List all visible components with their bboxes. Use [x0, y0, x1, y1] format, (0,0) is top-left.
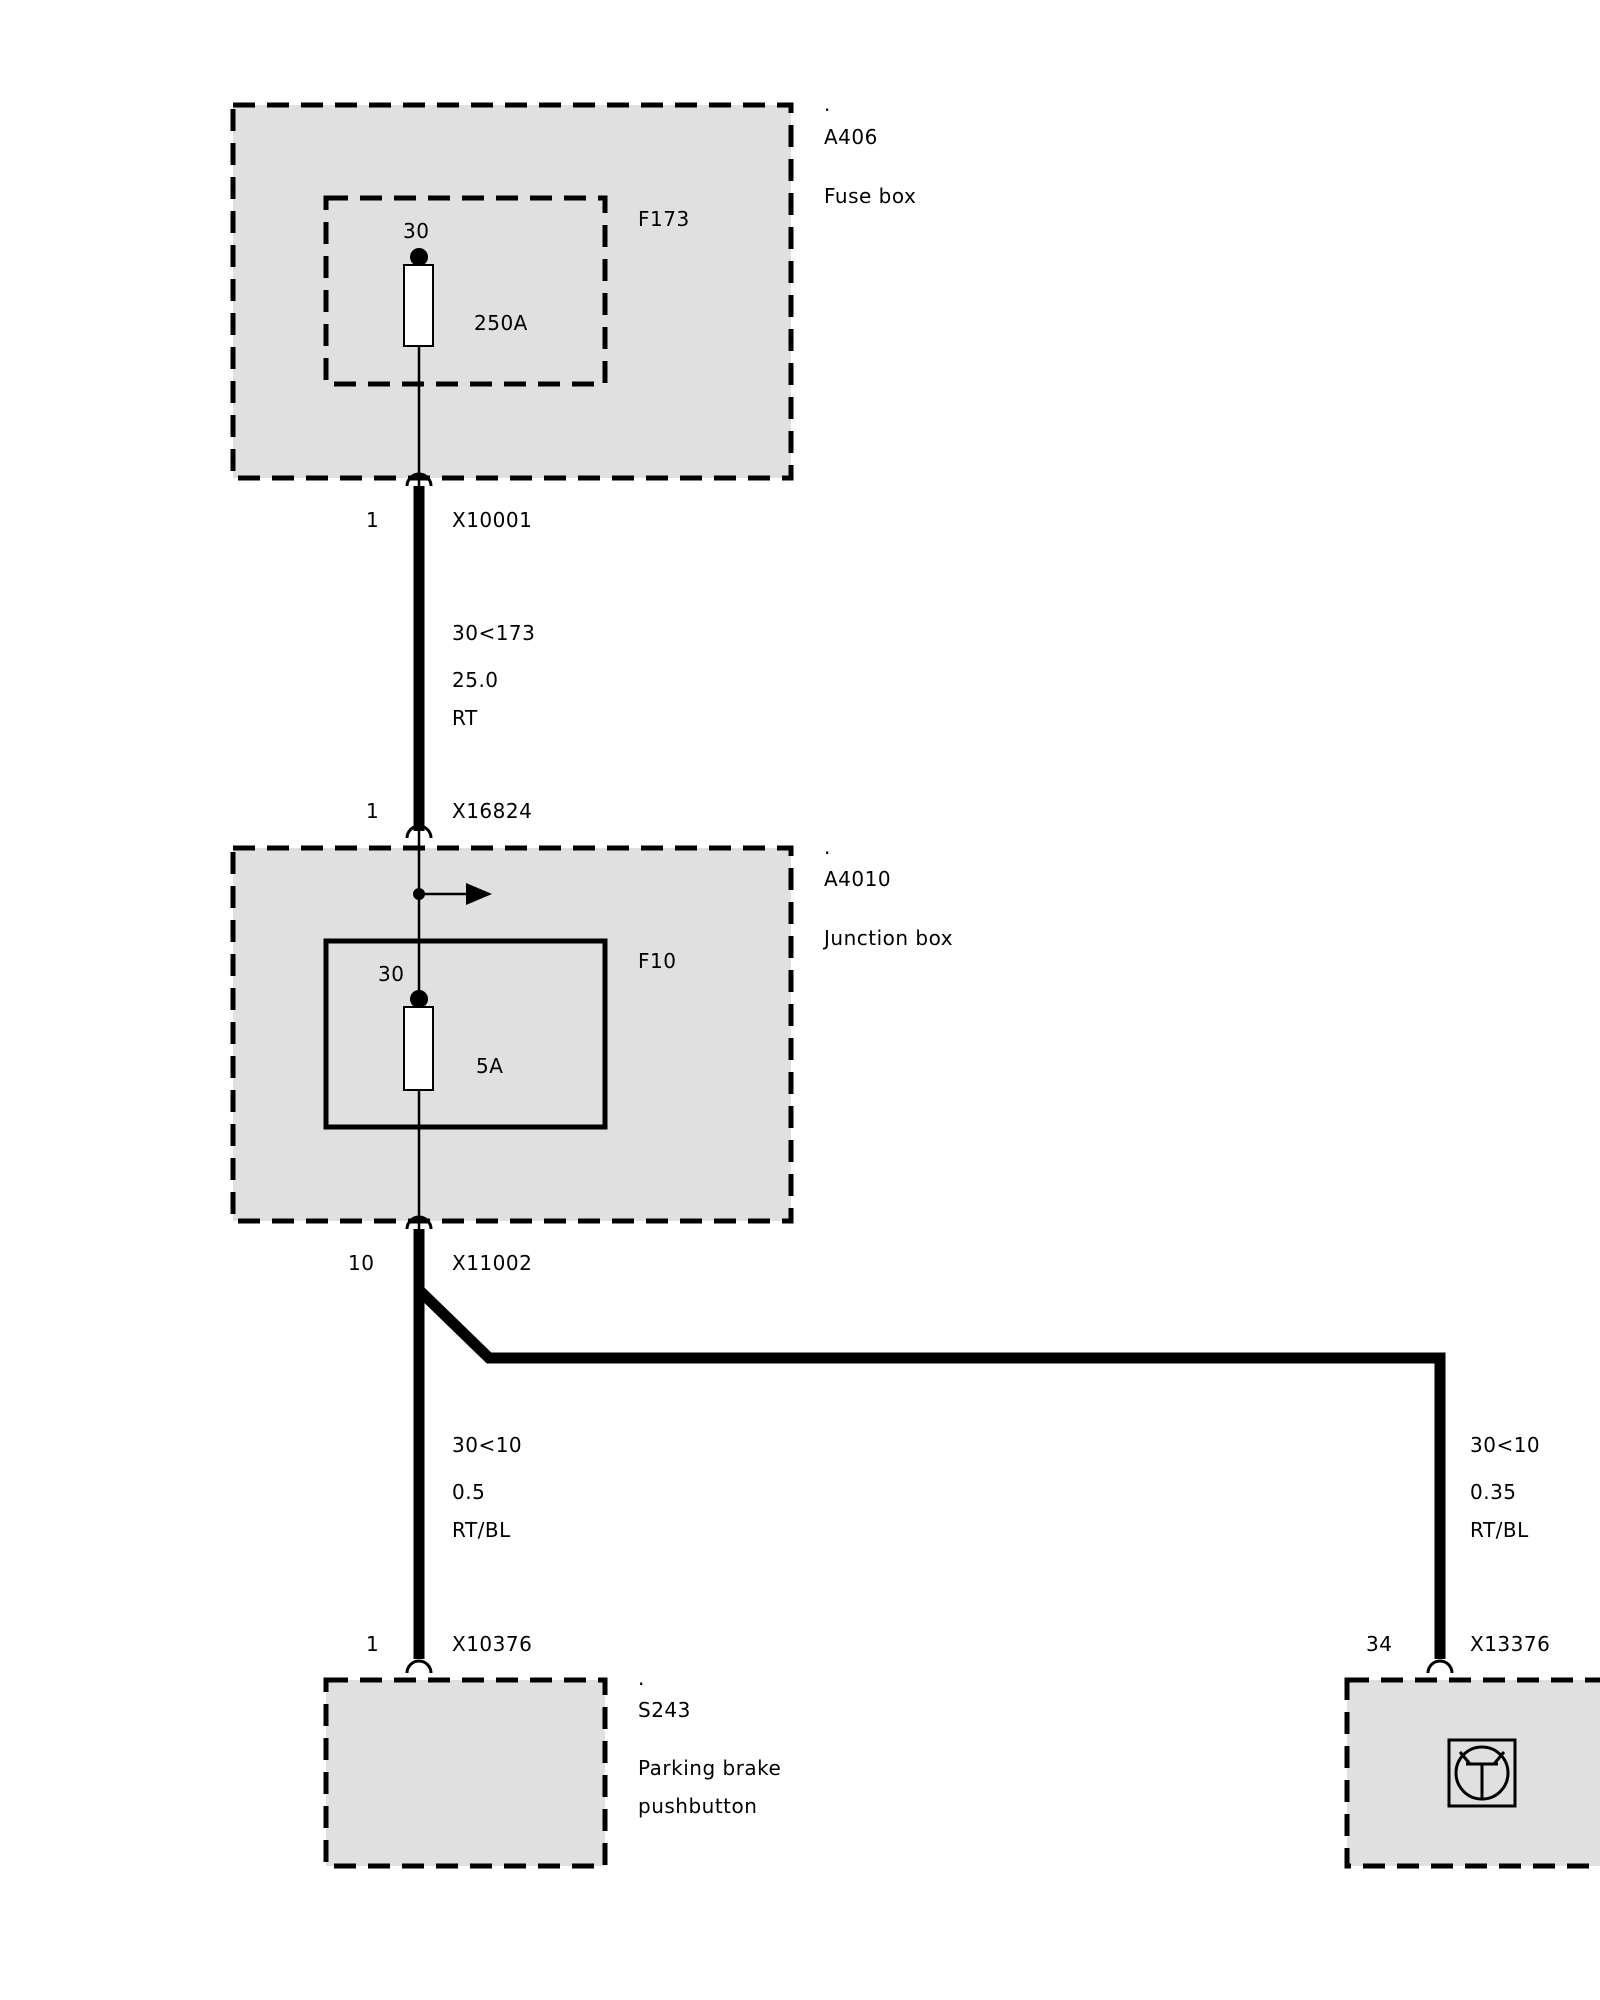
fuse-box-name: Fuse box — [824, 184, 916, 208]
connector-x10001-id: X10001 — [452, 508, 532, 532]
wire-1-size: 25.0 — [452, 668, 499, 692]
fuse-f10-terminal: 30 — [378, 962, 404, 986]
parking-brake-id: S243 — [638, 1698, 691, 1722]
connector-x10376-id: X10376 — [452, 1632, 532, 1656]
parking-brake-name-line2: pushbutton — [638, 1794, 757, 1818]
connector-x16824-pin: 1 — [366, 799, 379, 823]
junction-box-id: A4010 — [824, 867, 891, 891]
connector-x16824: 1 X16824 — [366, 799, 532, 823]
fuse-box-a406: . A406 Fuse box F173 30 250A — [230, 92, 916, 481]
continuation-arrow-icon — [413, 883, 492, 905]
fuse-f10-rating: 5A — [476, 1054, 503, 1078]
parking-brake-pushbutton-s243: . S243 Parking brake pushbutton — [323, 1666, 781, 1869]
wire-30-10-branch — [413, 1229, 1446, 1659]
connector-x13376: 34 X13376 — [1366, 1632, 1550, 1674]
connector-x13376-id: X13376 — [1470, 1632, 1550, 1656]
wire-2-circuit: 30<10 — [452, 1433, 522, 1457]
connector-x16824-socket — [405, 824, 433, 839]
connector-x10001: 1 X10001 — [366, 472, 532, 532]
connector-x16824-id: X16824 — [452, 799, 532, 823]
fuse-box-id: A406 — [824, 125, 878, 149]
wire-3-circuit: 30<10 — [1470, 1433, 1540, 1457]
connector-x11002-id: X11002 — [452, 1251, 532, 1275]
fuse-f173-terminal: 30 — [403, 219, 429, 243]
wire-30-173: 30<173 25.0 RT — [413, 486, 535, 831]
wire-2-labels: 30<10 0.5 RT/BL — [452, 1433, 522, 1542]
transistor-symbol-icon — [1447, 1738, 1517, 1808]
fuse-f10-housing — [323, 938, 608, 1130]
fuse-box-dot: . — [824, 92, 831, 116]
connector-x11002: 10 X11002 — [348, 1215, 532, 1275]
wire-3-size: 0.35 — [1470, 1480, 1517, 1504]
wire-1-color: RT — [452, 706, 478, 730]
parking-brake-dot: . — [638, 1666, 645, 1690]
wire-3-labels: 30<10 0.35 RT/BL — [1470, 1433, 1540, 1542]
fuse-f173-id: F173 — [638, 207, 690, 231]
wire-3-color: RT/BL — [1470, 1518, 1529, 1542]
connector-x10001-pin: 1 — [366, 508, 379, 532]
connector-x10376-pin: 1 — [366, 1632, 379, 1656]
wire-1-circuit: 30<173 — [452, 621, 535, 645]
connector-x10376: 1 X10376 — [366, 1632, 532, 1674]
parking-brake-name-line1: Parking brake — [638, 1756, 781, 1780]
fuse-f173-housing — [323, 195, 608, 387]
junction-box-name: Junction box — [822, 926, 953, 950]
junction-box-a4010: . A4010 Junction box F10 30 5A — [230, 835, 953, 1224]
control-unit-x13376 — [1344, 1677, 1600, 1869]
wire-2-size: 0.5 — [452, 1480, 485, 1504]
connector-x11002-pin: 10 — [348, 1251, 374, 1275]
wire-2-color: RT/BL — [452, 1518, 511, 1542]
connector-x13376-pin: 34 — [1366, 1632, 1392, 1656]
fuse-f173-rating: 250A — [474, 311, 528, 335]
fuse-f173-symbol — [403, 248, 434, 486]
junction-box-dot: . — [824, 835, 831, 859]
fuse-f10-id: F10 — [638, 949, 676, 973]
